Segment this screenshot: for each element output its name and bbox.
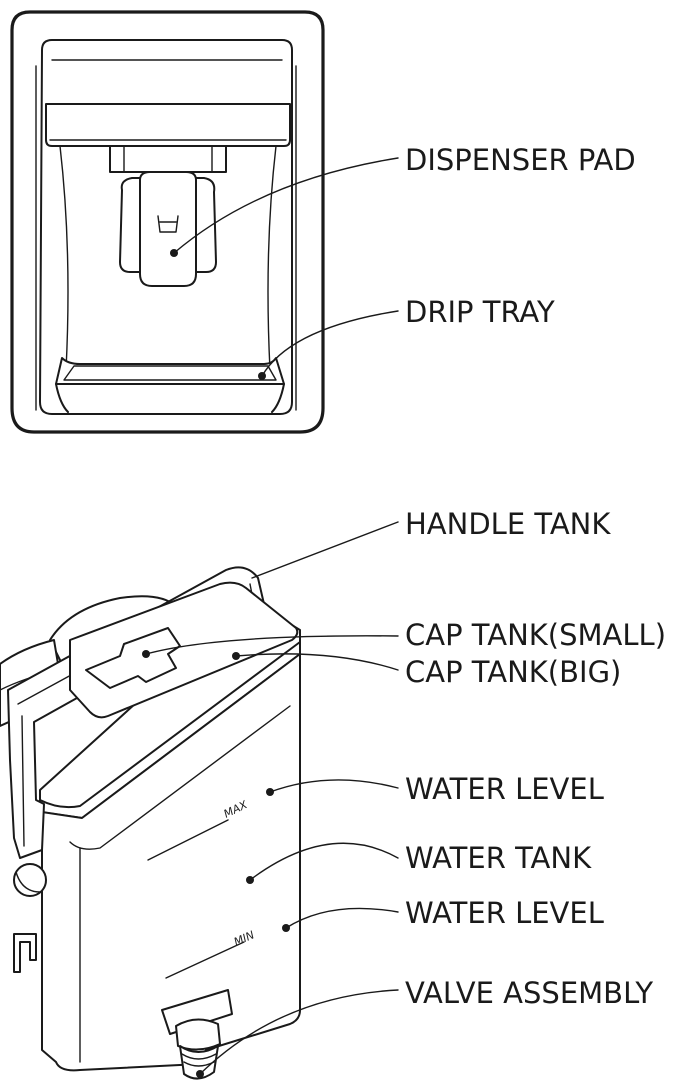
- label-cap-tank-small: CAP TANK(SMALL): [405, 618, 666, 652]
- dispenser-pad-front: [140, 172, 196, 286]
- drip-tray-base: [56, 384, 284, 412]
- dispenser-illustration: [12, 12, 323, 432]
- valve-body: [176, 1019, 220, 1049]
- label-cap-tank-big: CAP TANK(BIG): [405, 655, 621, 689]
- label-valve-assembly: VALVE ASSEMBLY: [405, 976, 653, 1010]
- label-water-tank: WATER TANK: [405, 841, 592, 875]
- label-handle-tank: HANDLE TANK: [405, 507, 611, 541]
- drip-tray-leader: [262, 311, 398, 376]
- handle-tank-leader: [252, 522, 398, 578]
- dispenser-spout-bracket: [110, 146, 226, 172]
- label-drip-tray: DRIP TRAY: [405, 295, 555, 329]
- water-level-min-leader: [286, 908, 398, 928]
- label-water-level-max: WATER LEVEL: [405, 772, 604, 806]
- label-water-level-min: WATER LEVEL: [405, 896, 604, 930]
- label-dispenser-pad: DISPENSER PAD: [405, 143, 636, 177]
- tank-clip: [14, 934, 36, 972]
- water-tank-illustration: [0, 567, 300, 1078]
